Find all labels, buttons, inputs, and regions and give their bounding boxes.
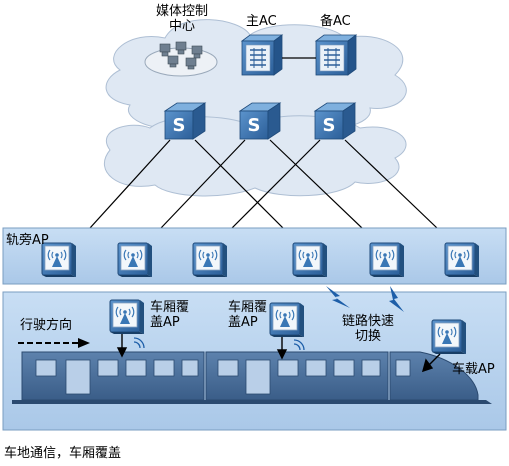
trackside-ap-icon — [369, 242, 405, 278]
trackside-ap-icon — [41, 242, 77, 278]
carriage-ap-label-right: 车厢覆 盖AP — [228, 300, 268, 330]
signal-icon — [133, 337, 305, 351]
main-ac-label: 主AC — [246, 14, 277, 29]
train — [12, 351, 492, 404]
media-center-label: 媒体控制 中心 — [155, 4, 208, 34]
backup-ac-label: 备AC — [320, 14, 351, 29]
trackside-band — [2, 227, 507, 285]
trackside-ap-icon — [192, 242, 228, 278]
trackside-ap-icon — [292, 242, 328, 278]
trackside-ap-icon — [444, 242, 480, 278]
media-control-center — [144, 41, 218, 77]
carriage-ap-label-left: 车厢覆 盖AP — [150, 300, 190, 330]
vehicle-ap-label: 车载AP — [452, 362, 495, 377]
switch-icon — [164, 102, 206, 140]
vehicle-ap-icon — [431, 319, 467, 355]
carriage-ap-icon — [109, 299, 145, 335]
direction-arrow — [18, 338, 90, 348]
lightning-icon — [389, 286, 404, 312]
switch-icon — [239, 102, 281, 140]
lightning-icon — [326, 286, 350, 308]
direction-label: 行驶方向 — [20, 318, 73, 333]
trackside-ap-icon — [117, 242, 153, 278]
carriage-ap-icon — [269, 302, 305, 338]
switch-icon — [314, 102, 356, 140]
fast-switch-label: 链路快速 切换 — [341, 314, 394, 344]
trackside-ap-label: 轨旁AP — [6, 233, 49, 248]
ap-arrows — [116, 334, 441, 373]
pc-icon — [159, 41, 203, 70]
main-ac-icon — [241, 34, 283, 76]
backup-ac-icon — [315, 34, 357, 76]
diagram-caption: 车地通信，车厢覆盖 — [4, 446, 122, 461]
